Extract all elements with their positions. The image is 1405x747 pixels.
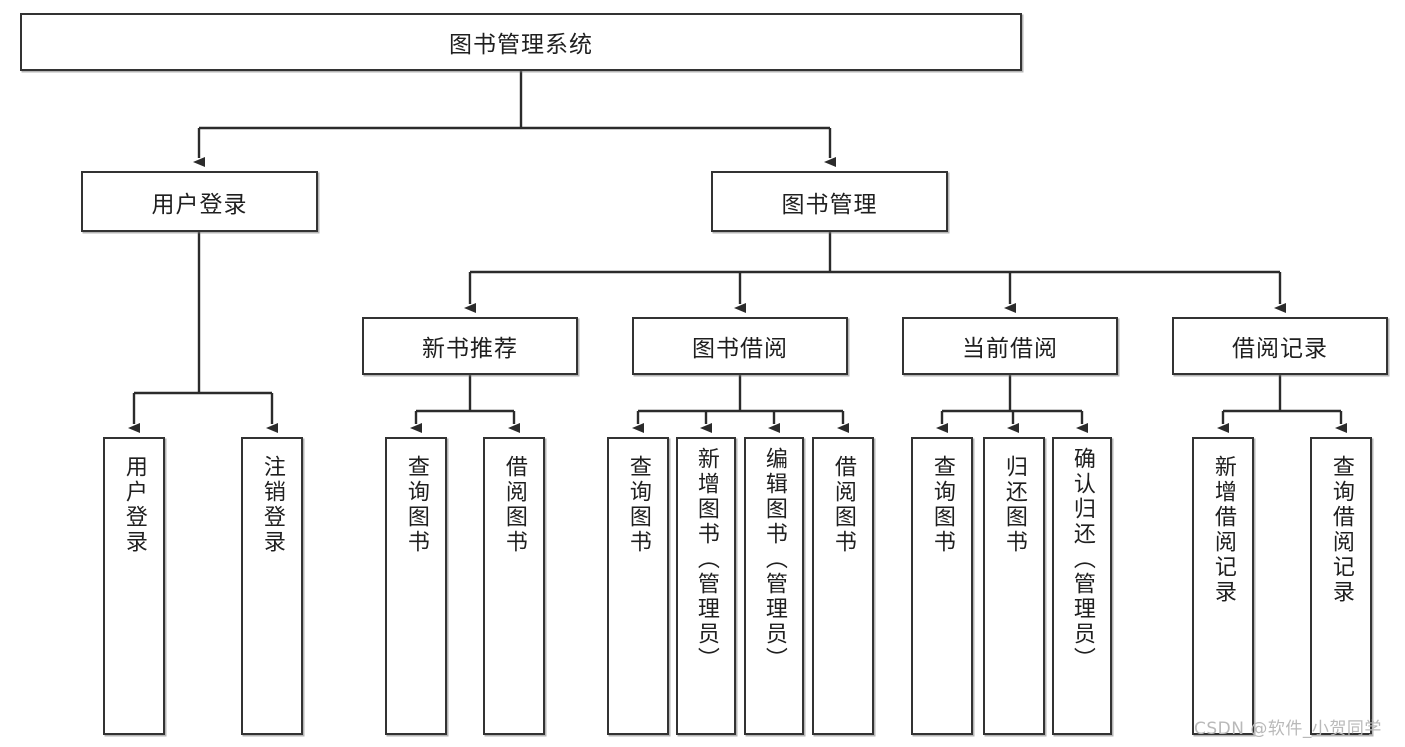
node-user-login[interactable]: 用户登录 <box>81 171 318 232</box>
node-current-borrow-label: 当前借阅 <box>962 336 1058 362</box>
node-leaf-query-record[interactable]: 查询借阅记录 <box>1310 437 1372 735</box>
node-leaf-logout[interactable]: 注销登录 <box>241 437 303 735</box>
node-leaf-query-book-3[interactable]: 查询图书 <box>911 437 973 735</box>
node-new-book-rec[interactable]: 新书推荐 <box>362 317 578 375</box>
node-user-login-label: 用户登录 <box>151 191 248 218</box>
node-leaf-add-record[interactable]: 新增借阅记录 <box>1192 437 1254 735</box>
node-borrow-record-label: 借阅记录 <box>1232 336 1328 362</box>
node-leaf-borrow-book-1-label: 借阅图书 <box>501 455 527 555</box>
node-leaf-return-book-label: 归还图书 <box>1001 455 1027 555</box>
node-leaf-query-book-1[interactable]: 查询图书 <box>385 437 447 735</box>
node-leaf-borrow-book-2-label: 借阅图书 <box>830 455 856 555</box>
node-leaf-query-book-3-label: 查询图书 <box>929 455 955 555</box>
node-leaf-confirm-return-label: 确认归还（管理员） <box>1069 447 1095 672</box>
node-leaf-query-book-2[interactable]: 查询图书 <box>607 437 669 735</box>
node-new-book-rec-label: 新书推荐 <box>422 336 518 362</box>
node-leaf-query-record-label: 查询借阅记录 <box>1328 455 1354 605</box>
node-leaf-query-book-2-label: 查询图书 <box>625 455 651 555</box>
node-leaf-query-book-1-label: 查询图书 <box>403 455 429 555</box>
node-leaf-return-book[interactable]: 归还图书 <box>983 437 1045 735</box>
node-book-manage-label: 图书管理 <box>781 191 878 218</box>
node-root-label: 图书管理系统 <box>449 32 593 58</box>
node-leaf-borrow-book-1[interactable]: 借阅图书 <box>483 437 545 735</box>
node-current-borrow[interactable]: 当前借阅 <box>902 317 1118 375</box>
node-leaf-borrow-book-2[interactable]: 借阅图书 <box>812 437 874 735</box>
node-leaf-edit-book-label: 编辑图书（管理员） <box>761 447 787 672</box>
node-borrow-record[interactable]: 借阅记录 <box>1172 317 1388 375</box>
node-leaf-logout-label: 注销登录 <box>259 455 285 555</box>
node-leaf-add-book-label: 新增图书（管理员） <box>693 447 719 672</box>
node-leaf-edit-book[interactable]: 编辑图书（管理员） <box>744 437 804 735</box>
csdn-watermark: CSDN @软件_小贺同学 <box>1194 719 1382 739</box>
node-leaf-user-login-label: 用户登录 <box>121 455 147 555</box>
node-leaf-user-login[interactable]: 用户登录 <box>103 437 165 735</box>
node-leaf-confirm-return[interactable]: 确认归还（管理员） <box>1052 437 1112 735</box>
node-book-borrow-label: 图书借阅 <box>692 336 788 362</box>
node-book-manage[interactable]: 图书管理 <box>711 171 948 232</box>
node-root[interactable]: 图书管理系统 <box>20 13 1022 71</box>
node-book-borrow[interactable]: 图书借阅 <box>632 317 848 375</box>
node-leaf-add-record-label: 新增借阅记录 <box>1210 455 1236 605</box>
node-leaf-add-book[interactable]: 新增图书（管理员） <box>676 437 736 735</box>
